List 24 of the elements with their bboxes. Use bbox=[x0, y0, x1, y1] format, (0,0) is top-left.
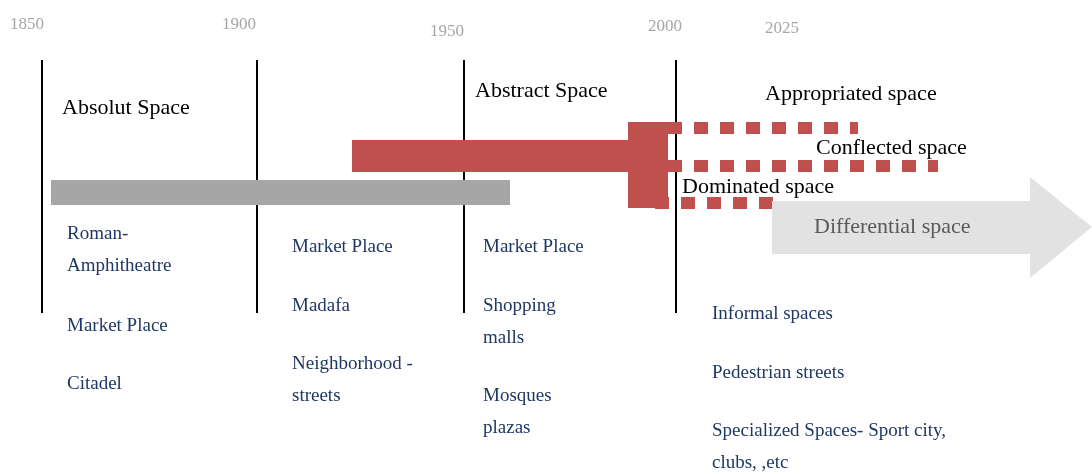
place-label: Shopping malls bbox=[483, 293, 557, 349]
place-label: Specialized Spaces- Sport city, clubs, ,etc bbox=[712, 418, 948, 474]
place-label: Market Place bbox=[483, 234, 584, 258]
year-label: 1950 bbox=[430, 20, 464, 42]
year-label: 1900 bbox=[222, 13, 256, 35]
era-heading: Conflected space bbox=[816, 133, 967, 161]
arrow-label: Differential space bbox=[814, 212, 971, 240]
timeline-bar bbox=[51, 180, 510, 205]
place-label: Madafa bbox=[292, 293, 351, 317]
place-label: Roman-Amphitheatre bbox=[67, 221, 173, 277]
place-label: Informal spaces bbox=[712, 301, 833, 325]
year-label: 1850 bbox=[10, 13, 44, 35]
year-label: 2000 bbox=[648, 15, 682, 37]
place-label: Market Place bbox=[67, 313, 168, 337]
place-label: Pedestrian streets bbox=[712, 360, 845, 384]
place-label: Neighborhood -streets bbox=[292, 351, 414, 407]
place-label: Citadel bbox=[67, 371, 122, 395]
era-heading: Absolut Space bbox=[62, 93, 190, 121]
year-label: 2025 bbox=[765, 17, 799, 39]
era-heading: Abstract Space bbox=[475, 76, 608, 104]
era-heading: Appropriated space bbox=[765, 79, 937, 107]
era-heading: Dominated space bbox=[682, 172, 835, 200]
place-label: Mosques plazas bbox=[483, 383, 553, 439]
place-label: Market Place bbox=[292, 234, 393, 258]
